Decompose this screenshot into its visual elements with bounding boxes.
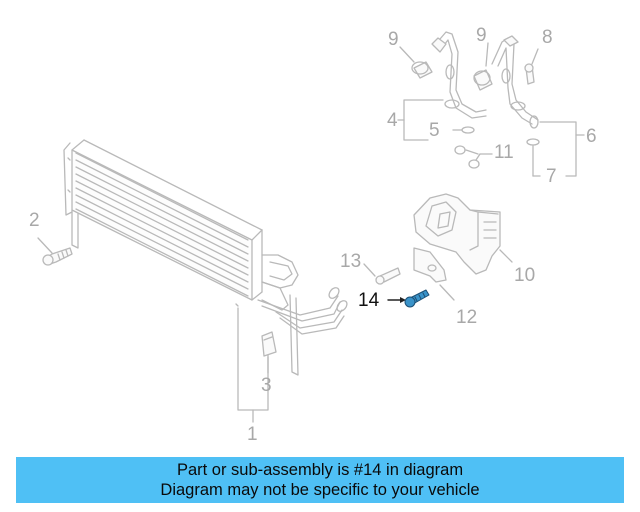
callout-11: 11	[494, 142, 514, 163]
highlighted-bolt-part-14	[387, 289, 430, 308]
gasket-part-12	[413, 247, 455, 301]
bolt-part-13	[363, 263, 401, 285]
callout-3: 3	[261, 375, 272, 396]
callout-6: 6	[586, 126, 597, 147]
banner-line-1: Part or sub-assembly is #14 in diagram	[176, 461, 464, 479]
callout-2: 2	[29, 210, 40, 231]
callout-9-left: 9	[388, 29, 399, 50]
callout-12: 12	[456, 307, 478, 328]
callout-7: 7	[546, 166, 557, 187]
bolt-part-8	[524, 48, 539, 85]
callout-14-highlighted: 14	[358, 290, 380, 311]
callout-8: 8	[542, 27, 553, 48]
callout-1: 1	[247, 424, 258, 445]
callout-5: 5	[429, 120, 440, 141]
callout-10: 10	[514, 265, 536, 286]
bracket-part-3	[261, 331, 277, 374]
bolt-part-2	[37, 237, 73, 266]
banner-line-2: Diagram may not be specific to your vehi…	[160, 481, 480, 499]
o-ring-part-7	[526, 138, 540, 146]
oil-cooler-radiator	[63, 139, 348, 376]
info-banner: Part or sub-assembly is #14 in diagram D…	[16, 457, 624, 503]
callout-9-right: 9	[476, 25, 487, 46]
cooler-hoses-part-4	[399, 31, 539, 129]
callout-13: 13	[340, 251, 362, 272]
parts-diagram	[37, 31, 585, 423]
o-rings-part-11	[454, 145, 493, 169]
fitting-part-5	[452, 126, 475, 134]
callout-4: 4	[387, 110, 398, 131]
adapter-part-10	[413, 193, 513, 275]
